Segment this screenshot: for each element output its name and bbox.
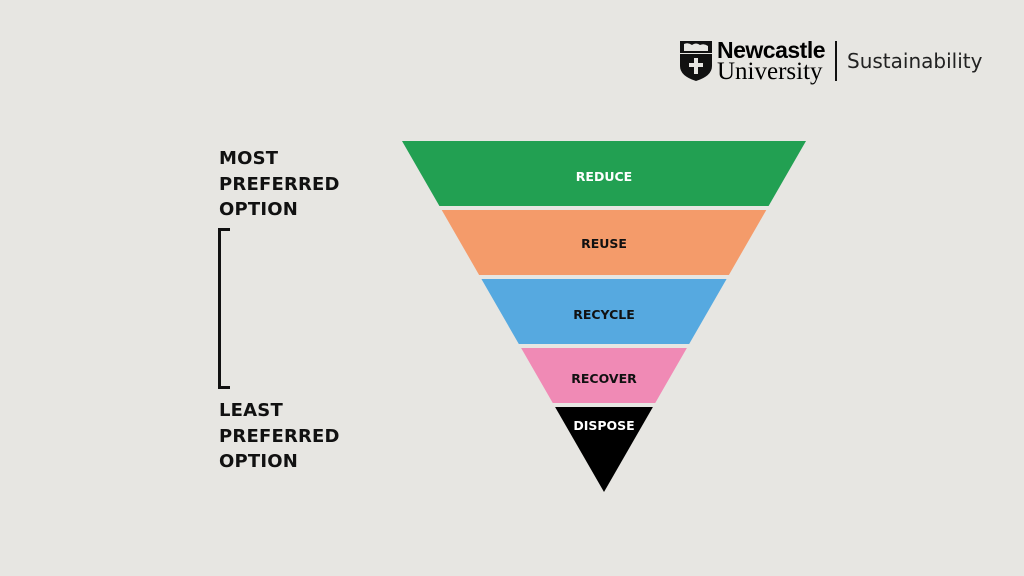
most-preferred-label: MOST PREFERRED OPTION: [219, 146, 340, 223]
tier-recover: [521, 348, 687, 403]
label-line: PREFERRED: [219, 173, 340, 195]
logo-line1: Newcastle: [717, 37, 826, 63]
tier-label-reduce: REDUCE: [576, 169, 632, 184]
logo-divider: [835, 41, 838, 81]
university-shield-icon: [680, 41, 712, 81]
tier-label-dispose: DISPOSE: [573, 418, 634, 433]
least-preferred-label: LEAST PREFERRED OPTION: [219, 398, 340, 475]
tier-label-recycle: RECYCLE: [573, 307, 635, 322]
tier-reuse: [441, 210, 767, 275]
logo-line2: University: [717, 58, 823, 85]
label-line: PREFERRED: [219, 425, 340, 447]
logo-unit: Sustainability: [847, 49, 983, 73]
label-line: OPTION: [219, 451, 299, 472]
label-line: MOST: [219, 148, 279, 169]
tier-reduce: [402, 141, 806, 206]
label-line: LEAST: [219, 400, 283, 421]
tier-label-recover: RECOVER: [571, 371, 637, 386]
scale-bracket: [218, 228, 230, 389]
tier-recycle: [481, 279, 727, 344]
tier-dispose: [555, 407, 653, 492]
label-line: OPTION: [219, 199, 299, 220]
tier-label-reuse: REUSE: [581, 236, 627, 251]
newcastle-university-logo: Newcastle University Sustainability: [680, 38, 982, 84]
